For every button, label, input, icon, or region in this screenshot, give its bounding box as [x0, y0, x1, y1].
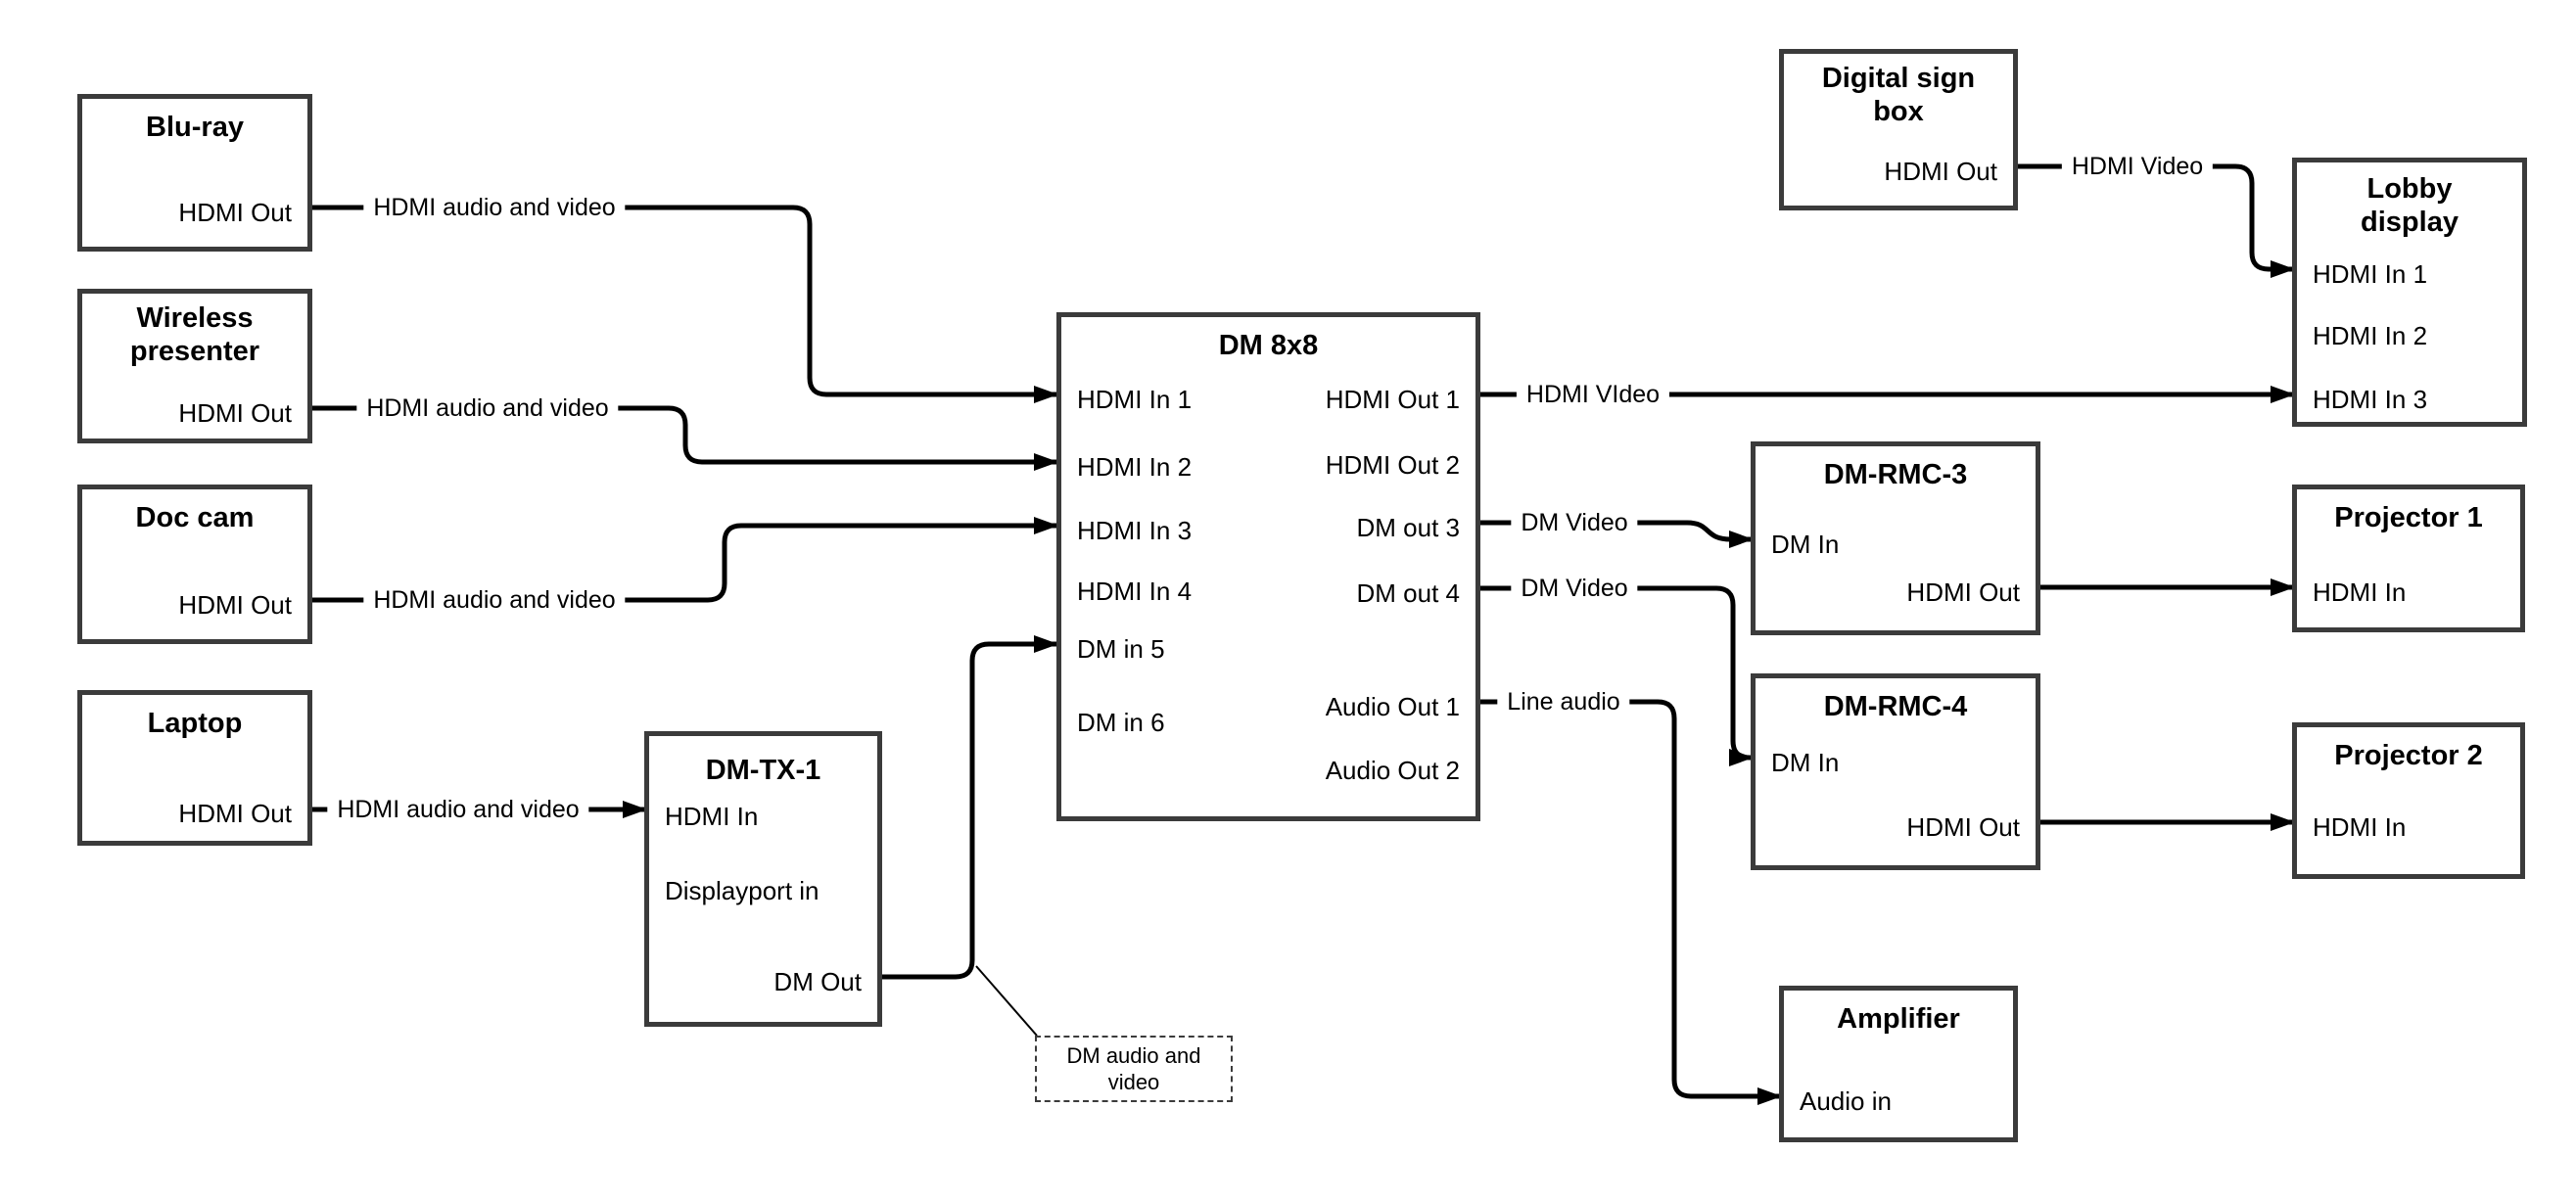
port-dm8x8-hdmi-out-2: HDMI Out 2 — [1325, 450, 1460, 480]
port-dm8x8-audio-out-2: Audio Out 2 — [1325, 756, 1460, 785]
port-lobby-hdmi-in-1: HDMI In 1 — [2313, 259, 2428, 289]
port-dm8x8-hdmi-in-4: HDMI In 4 — [1077, 577, 1193, 606]
port-dm-rmc-4-hdmi-out: HDMI Out — [1906, 812, 2020, 842]
callout-dm-audio-and-video: DM audio and video — [1035, 1036, 1233, 1102]
edge-label-doc-cam: HDMI audio and video — [363, 585, 626, 615]
callout-text: DM audio and video — [1066, 1043, 1201, 1094]
node-title: Amplifier — [1837, 1003, 1960, 1035]
callout-leader-line — [975, 965, 1038, 1037]
node-amplifier: Amplifier Audio in — [1779, 986, 2018, 1142]
node-dm-rmc-3: DM-RMC-3 DM In HDMI Out — [1751, 441, 2040, 635]
port-lobby-hdmi-in-3: HDMI In 3 — [2313, 385, 2428, 414]
port-dm8x8-hdmi-in-2: HDMI In 2 — [1077, 452, 1193, 482]
port-dm8x8-hdmi-in-3: HDMI In 3 — [1077, 516, 1193, 545]
node-digital-sign-box: Digital sign box HDMI Out — [1779, 49, 2018, 210]
node-projector-1: Projector 1 HDMI In — [2292, 485, 2525, 632]
port-dm-tx-1-displayport-in: Displayport in — [665, 876, 820, 905]
node-dm-8x8: DM 8x8 HDMI In 1 HDMI In 2 HDMI In 3 HDM… — [1056, 312, 1480, 821]
edge-digitalsign-to-lobby-in1 — [2018, 163, 2295, 278]
port-doc-cam-hdmi-out: HDMI Out — [178, 590, 292, 620]
port-dm8x8-dm-in-5: DM in 5 — [1077, 634, 1165, 664]
edge-blu-ray-to-dm8x8-in1 — [312, 205, 1058, 403]
port-dm8x8-dm-in-6: DM in 6 — [1077, 708, 1165, 737]
node-title: Wireless presenter — [129, 302, 260, 367]
node-projector-2: Projector 2 HDMI In — [2292, 722, 2525, 879]
node-laptop: Laptop HDMI Out — [77, 690, 312, 846]
edge-dmtx1-to-dm8x8-in5 — [882, 635, 1058, 980]
node-dm-tx-1: DM-TX-1 HDMI In Displayport in DM Out — [644, 731, 882, 1027]
port-blu-ray-hdmi-out: HDMI Out — [178, 198, 292, 227]
node-title: Laptop — [147, 708, 243, 739]
port-dm8x8-dm-out-4: DM out 4 — [1356, 578, 1461, 608]
port-dm-tx-1-hdmi-in: HDMI In — [665, 802, 759, 831]
node-doc-cam: Doc cam HDMI Out — [77, 485, 312, 644]
edge-label-laptop: HDMI audio and video — [327, 795, 589, 824]
port-dm8x8-dm-out-3: DM out 3 — [1356, 513, 1461, 542]
node-title: DM-TX-1 — [705, 755, 821, 786]
port-dm-rmc-3-dm-in: DM In — [1771, 530, 1840, 559]
node-wireless-presenter: Wireless presenter HDMI Out — [77, 289, 312, 443]
port-dm8x8-audio-out-1: Audio Out 1 — [1325, 692, 1460, 721]
port-laptop-hdmi-out: HDMI Out — [178, 799, 292, 828]
edge-label-dm-video-3: DM Video — [1511, 508, 1638, 537]
node-title: DM-RMC-3 — [1823, 459, 1968, 490]
port-dm8x8-hdmi-in-1: HDMI In 1 — [1077, 385, 1193, 414]
port-wireless-hdmi-out: HDMI Out — [178, 398, 292, 428]
edge-dm8x8-out4-to-rmc4 — [1480, 585, 1754, 766]
edge-label-blu-ray: HDMI audio and video — [363, 193, 626, 222]
edge-dm8x8-audio1-to-amplifier — [1480, 699, 1782, 1105]
node-title: Projector 1 — [2334, 502, 2483, 533]
port-amplifier-audio-in: Audio in — [1800, 1086, 1892, 1116]
edge-label-hdmi-video-1: HDMI VIdeo — [1516, 380, 1670, 409]
port-dm8x8-hdmi-out-1: HDMI Out 1 — [1325, 385, 1460, 414]
node-blu-ray: Blu-ray HDMI Out — [77, 94, 312, 252]
edge-label-line-audio: Line audio — [1497, 687, 1630, 716]
port-dm-tx-1-dm-out: DM Out — [773, 967, 862, 996]
edge-label-hdmi-video-2: HDMI Video — [2061, 152, 2214, 181]
node-title: DM 8x8 — [1218, 330, 1319, 361]
node-title: Doc cam — [135, 502, 255, 533]
node-title: Digital sign box — [1821, 63, 1976, 127]
edge-label-wireless: HDMI audio and video — [356, 393, 619, 423]
port-dm-rmc-4-dm-in: DM In — [1771, 748, 1840, 777]
node-title: Lobby display — [2361, 173, 2459, 238]
edge-label-dm-video-4: DM Video — [1511, 574, 1638, 603]
port-dm-rmc-3-hdmi-out: HDMI Out — [1906, 577, 2020, 607]
node-dm-rmc-4: DM-RMC-4 DM In HDMI Out — [1751, 673, 2040, 870]
port-digital-sign-hdmi-out: HDMI Out — [1884, 157, 1997, 186]
port-projector-2-hdmi-in: HDMI In — [2313, 812, 2407, 842]
port-lobby-hdmi-in-2: HDMI In 2 — [2313, 321, 2428, 350]
node-lobby-display: Lobby display HDMI In 1 HDMI In 2 HDMI I… — [2292, 158, 2527, 427]
node-title: Blu-ray — [146, 112, 244, 143]
node-title: DM-RMC-4 — [1823, 691, 1968, 722]
port-projector-1-hdmi-in: HDMI In — [2313, 577, 2407, 607]
node-title: Projector 2 — [2334, 740, 2483, 771]
